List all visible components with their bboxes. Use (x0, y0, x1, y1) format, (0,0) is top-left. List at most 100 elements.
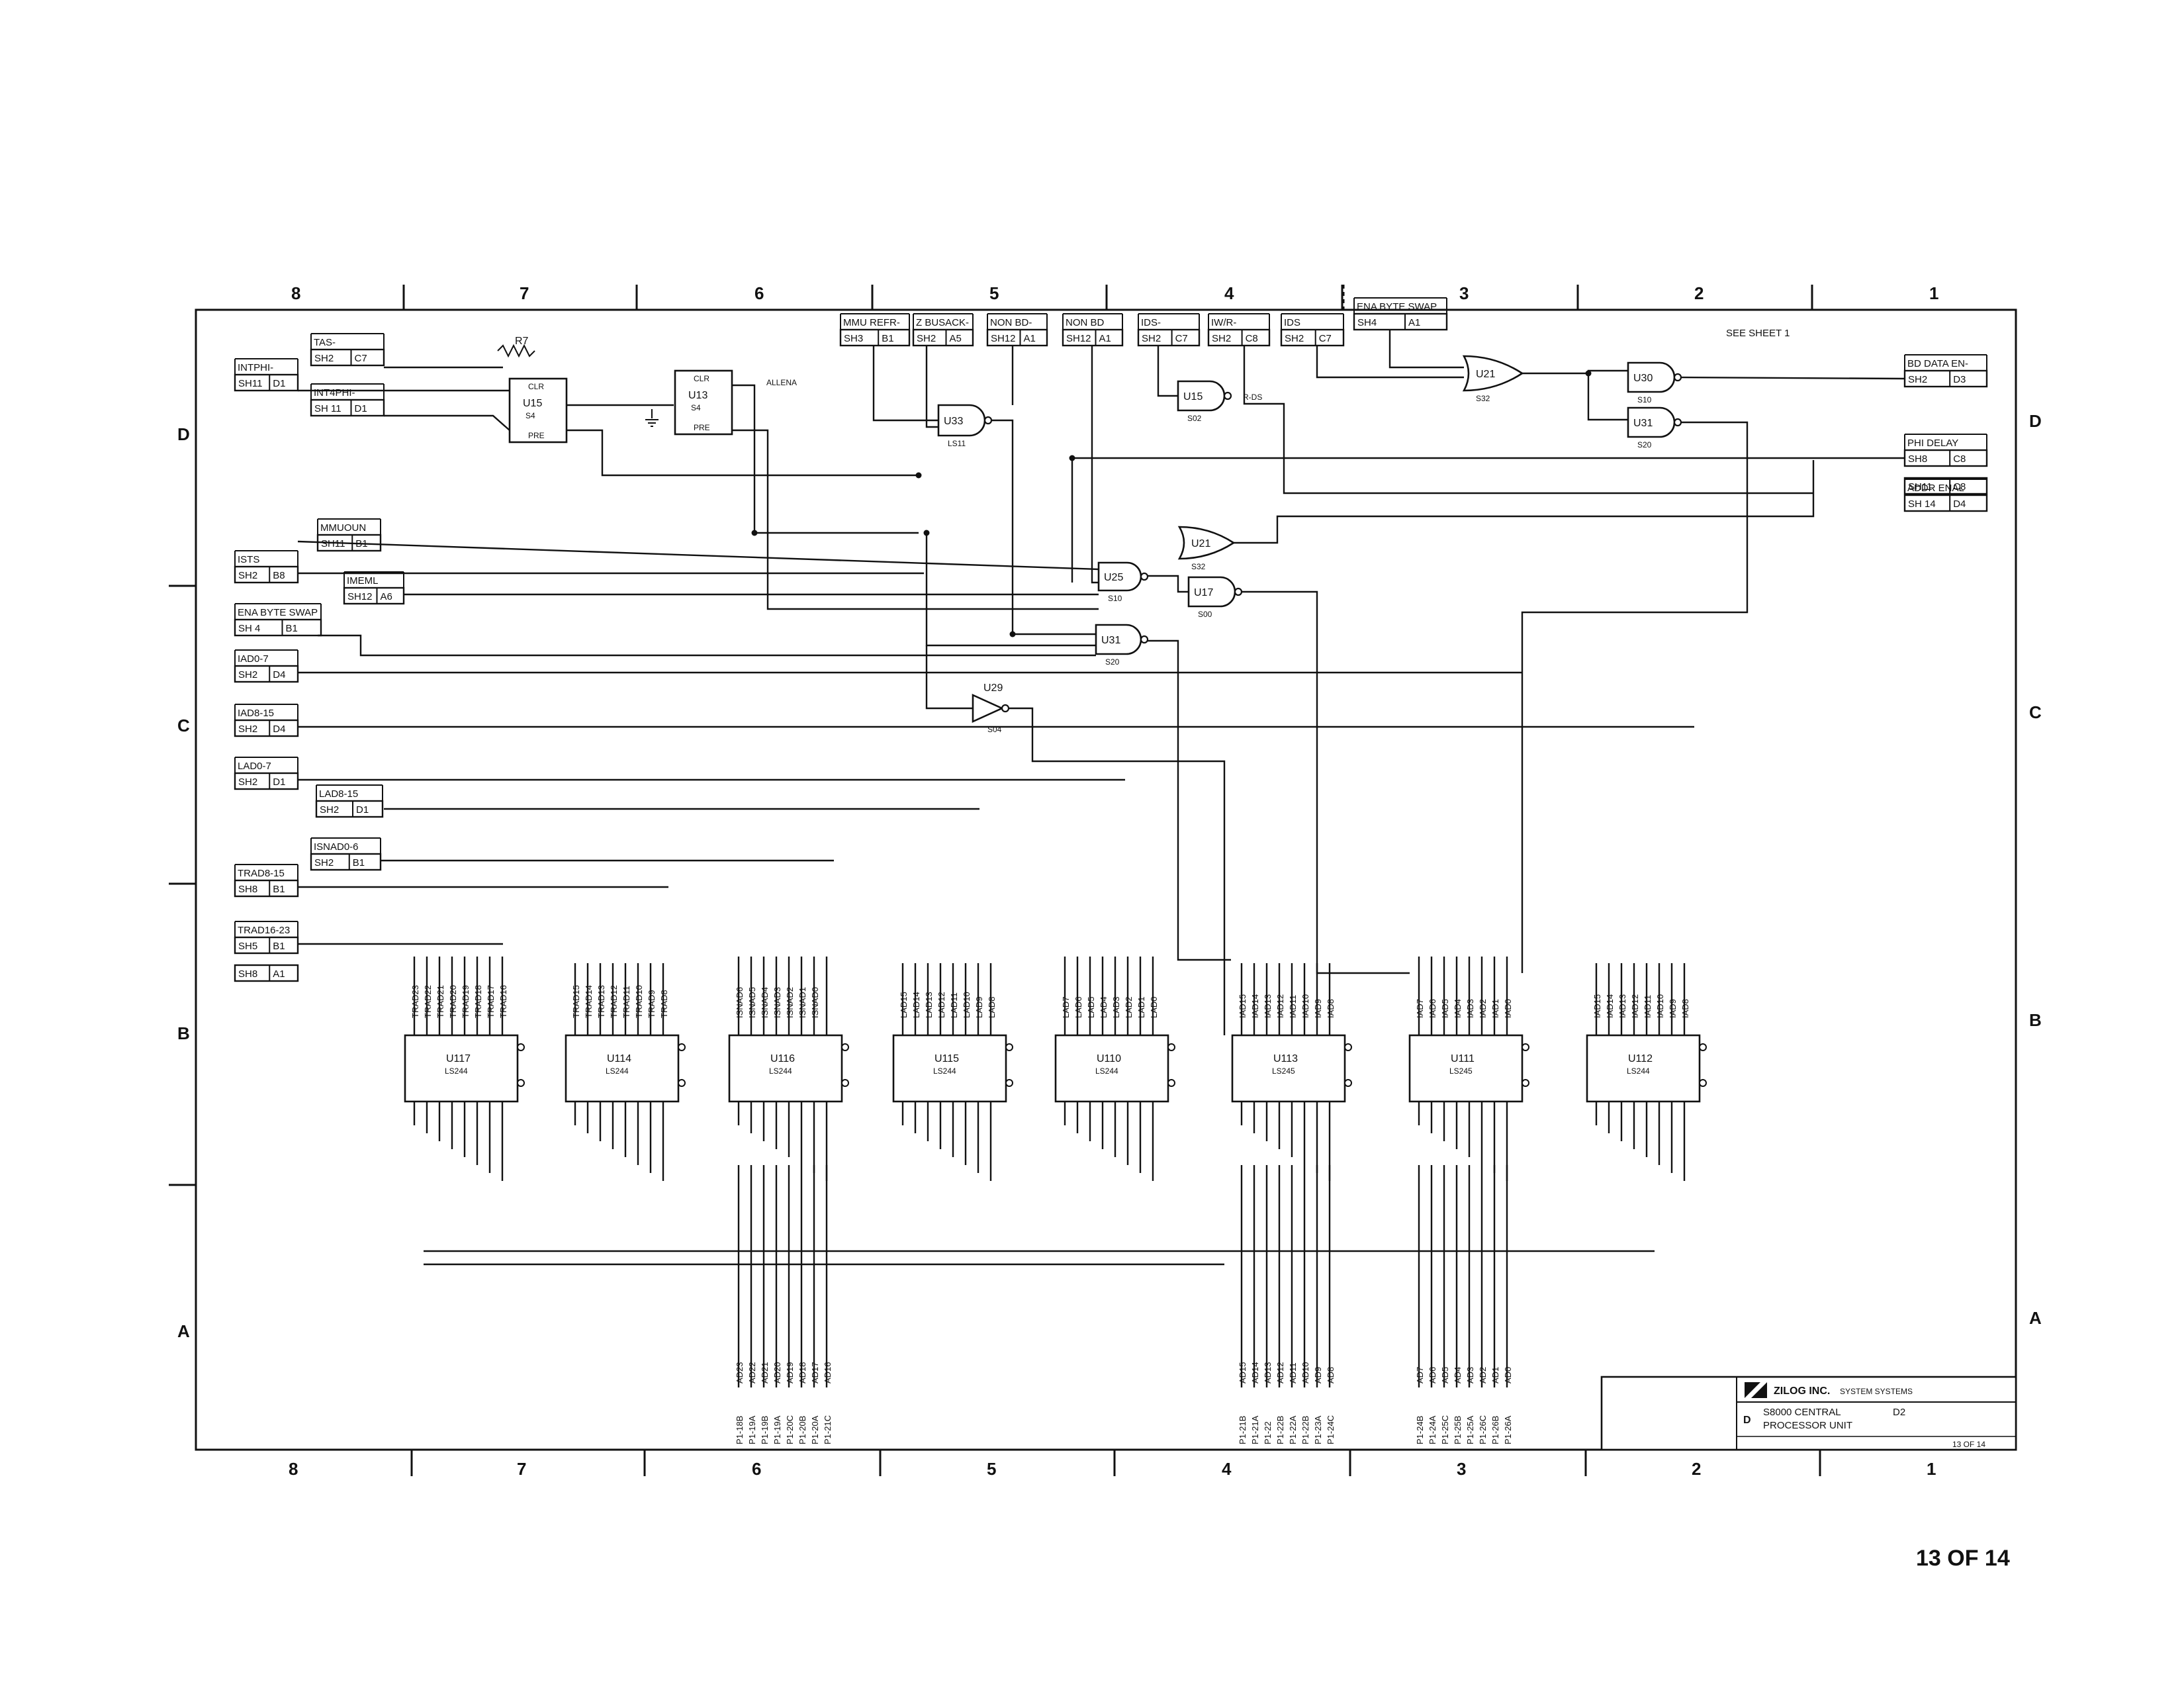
buffer-input-signal: TRAD17 (486, 985, 496, 1018)
gate-type: S02 (1187, 414, 1202, 423)
page-number: 13 OF 14 (1916, 1546, 2010, 1571)
port-sheet: SH11 (238, 378, 262, 389)
junction-dot (1009, 631, 1016, 637)
buffer-input-signal: TRAD23 (410, 985, 420, 1018)
buffer-input-signal: IAD5 (1440, 999, 1450, 1018)
title-block-frame (1600, 1376, 2017, 1451)
zone-bottom-2: 2 (1692, 1459, 1701, 1479)
buffer-output-signal: AD15 (1238, 1362, 1248, 1383)
connector-pin: P1-26B (1490, 1416, 1500, 1444)
pin-clr: CLR (694, 374, 709, 383)
buffer-input-signal: LAD9 (974, 996, 984, 1018)
wire (1522, 369, 1628, 375)
buffer-body (1586, 1034, 1701, 1103)
port-sheet: SH2 (1142, 333, 1161, 344)
buffer-output-signal: AD4 (1453, 1367, 1463, 1383)
port-ref: A1 (273, 968, 285, 980)
gate-type: S10 (1637, 395, 1652, 404)
port-ref-box (234, 373, 299, 392)
enable-bubble (1522, 1079, 1529, 1087)
gate-type: S32 (1191, 562, 1206, 571)
buffer-input-signal: LAD10 (962, 992, 972, 1018)
wire (1091, 346, 1099, 584)
port-sheet: SH12 (991, 333, 1016, 344)
zone-bottom-7: 7 (517, 1459, 526, 1479)
buffer-input-signal: IAD13 (1617, 994, 1627, 1018)
buffer-output-signal: AD22 (747, 1362, 757, 1383)
port-ref: A5 (950, 333, 962, 344)
port-ref: C7 (1175, 333, 1188, 344)
connector-pin: P1-25C (1440, 1415, 1450, 1444)
port-name: INT4PHI- (314, 387, 355, 399)
port-sheet: SH2 (1285, 333, 1304, 344)
buffer-ref: U110 (1097, 1053, 1121, 1064)
buffer-output-signal: AD18 (797, 1362, 807, 1383)
drawing-frame (195, 285, 2017, 1451)
connector-pin: P1-24C (1326, 1415, 1336, 1444)
enable-bubble (1699, 1079, 1707, 1087)
wire (925, 533, 1096, 647)
port-name: LAD8-15 (319, 788, 358, 800)
zone-bottom-4: 4 (1222, 1459, 1232, 1479)
zone-top-5: 5 (989, 283, 999, 303)
drawing-title-line2: PROCESSOR UNIT (1763, 1420, 1852, 1431)
port-ref: A1 (1099, 333, 1111, 344)
port-ref-box (310, 348, 385, 367)
pin-pre: PRE (694, 423, 710, 432)
zone-top-3: 3 (1459, 283, 1469, 303)
zone-left-C: C (177, 716, 190, 735)
buffer-type: LS244 (1095, 1066, 1118, 1076)
buffer-output-signal: AD16 (823, 1362, 833, 1383)
buffer-input-signal: ISNAD0 (810, 987, 820, 1018)
port-ref: D4 (273, 669, 285, 680)
port-ref: B1 (353, 857, 365, 868)
enable-bubble (1699, 1043, 1707, 1051)
buffer-input-signal: ISNAD4 (760, 987, 770, 1018)
buffer-input-signal: TRAD13 (596, 985, 606, 1018)
port-ref: D1 (356, 804, 369, 816)
wire-network (297, 330, 1905, 1387)
port-ref-box (1903, 494, 1988, 512)
connector-pin: P1-22B (1275, 1416, 1285, 1444)
buffer-output-signal: AD13 (1263, 1362, 1273, 1383)
wire (872, 346, 938, 422)
buffer-input-signal: TRAD21 (435, 985, 445, 1018)
port-sheet: SH8 (1908, 453, 1927, 465)
buffer-body (728, 1034, 843, 1103)
connector-pin: P1-26C (1478, 1415, 1488, 1444)
logic-gates: U15S4CLRPREU13S4CLRPRER7ALLENAU33LS11U15… (497, 336, 1682, 734)
port-ref: D1 (273, 776, 285, 788)
connector-pin: P1-25A (1465, 1415, 1475, 1444)
gate-ref: U17 (1194, 587, 1213, 598)
enable-bubble (1167, 1043, 1175, 1051)
buffer-input-signal: IAD15 (1238, 994, 1248, 1018)
port-ref: D1 (355, 403, 367, 414)
port-ref: C7 (355, 353, 367, 364)
port-ref-box (234, 936, 299, 955)
buffer-input-signal: TRAD15 (571, 985, 581, 1018)
gate-type: S04 (987, 725, 1002, 734)
zone-top-4: 4 (1224, 283, 1234, 303)
port-ref-box (1137, 328, 1201, 347)
gate-type: S32 (1476, 394, 1490, 403)
connector-pin: P1-20A (810, 1415, 820, 1444)
buffer-ref: U114 (607, 1053, 631, 1064)
port-name: IW/R- (1211, 317, 1236, 328)
port-name: IDS- (1141, 317, 1161, 328)
buffer-input-signal: IAD9 (1668, 999, 1678, 1018)
